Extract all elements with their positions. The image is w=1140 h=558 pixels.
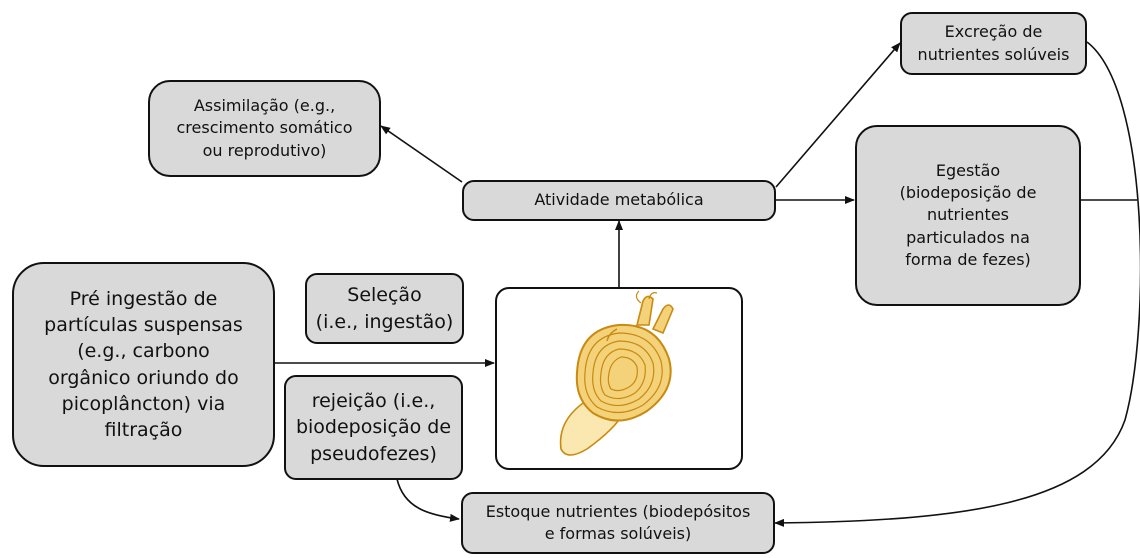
rejection-box: rejeição (i.e., biodeposição de pseudofe… (284, 375, 463, 480)
arrow-metabolic-to-excretion (775, 42, 901, 188)
excretion-text: Excreção de nutrientes solúveis (917, 22, 1070, 64)
excretion-box: Excreção de nutrientes solúveis (900, 12, 1087, 75)
pre-ingestion-box: Pré ingestão de partículas suspensas (e.… (12, 262, 275, 467)
selection-box: Seleção (i.e., ingestão) (305, 273, 464, 344)
arrow-metabolic-to-assimilation (380, 125, 463, 183)
arrow-excretion-to-stock (774, 41, 1140, 527)
arrow-rejection-to-stock (396, 478, 460, 522)
egestion-text: Egestão (biodeposição de nutrientes part… (899, 161, 1037, 269)
rejection-text: rejeição (i.e., biodeposição de pseudofe… (295, 390, 452, 465)
nutrient-stock-text: Estoque nutrientes (biodepósitos e forma… (485, 501, 751, 543)
metabolic-activity-box: Atividade metabólica (462, 180, 776, 221)
metabolic-activity-text: Atividade metabólica (534, 190, 704, 210)
egestion-box: Egestão (biodeposição de nutrientes part… (855, 125, 1081, 306)
clam-icon (559, 290, 674, 456)
assimilation-box: Assimilação (e.g., crescimento somático … (148, 80, 381, 177)
pre-ingestion-text: Pré ingestão de partículas suspensas (e.… (44, 287, 243, 441)
organism-box (495, 287, 743, 470)
assimilation-text: Assimilação (e.g., crescimento somático … (176, 96, 353, 160)
nutrient-stock-box: Estoque nutrientes (biodepósitos e forma… (461, 492, 775, 554)
selection-text: Seleção (i.e., ingestão) (315, 284, 454, 333)
